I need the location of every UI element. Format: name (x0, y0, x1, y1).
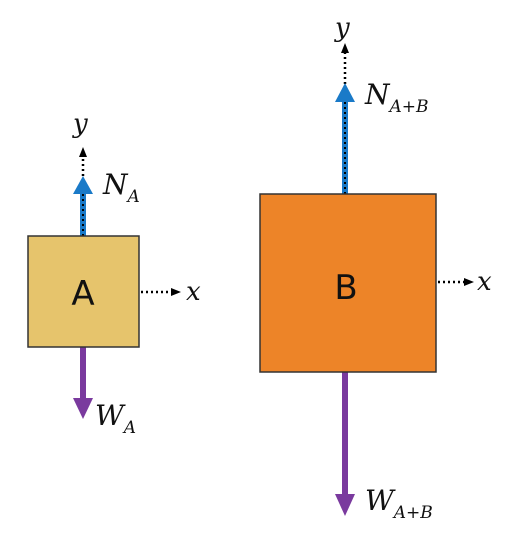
block-b-weight-label: WA+B (365, 484, 433, 523)
block-a-label: A (71, 274, 94, 314)
block-b-label: B (334, 268, 357, 308)
block-b-weight-arrow (335, 372, 355, 516)
block-a-box (27, 235, 140, 348)
block-a-normal-force-arrow (73, 176, 93, 236)
block-b-weight-symbol: W (365, 484, 396, 517)
block-a-group: y NA WA A x (27, 109, 201, 438)
block-a-normal-force-label: NA (102, 168, 140, 207)
block-a-normal-subscript: A (126, 187, 140, 207)
block-b-normal-force-arrow (335, 83, 355, 194)
block-a-y-label: y (72, 109, 88, 139)
block-b-normal-subscript: A+B (388, 97, 429, 117)
block-b-normal-force-label: NA+B (364, 78, 429, 117)
block-a-weight-arrow (73, 347, 93, 419)
block-b-x-label: x (477, 267, 492, 297)
block-b-weight-subscript: A+B (392, 503, 433, 523)
block-b-normal-symbol: N (364, 78, 391, 111)
block-a-weight-symbol: W (95, 399, 126, 432)
block-a-weight-subscript: A (122, 418, 136, 438)
block-b-group: y NA+B WA+B B x (259, 13, 492, 523)
block-a-normal-symbol: N (102, 168, 129, 201)
block-a-x-label: x (186, 277, 201, 307)
block-b-box (259, 193, 437, 373)
block-b-y-label: y (334, 13, 350, 43)
block-a-weight-label: WA (95, 399, 136, 438)
